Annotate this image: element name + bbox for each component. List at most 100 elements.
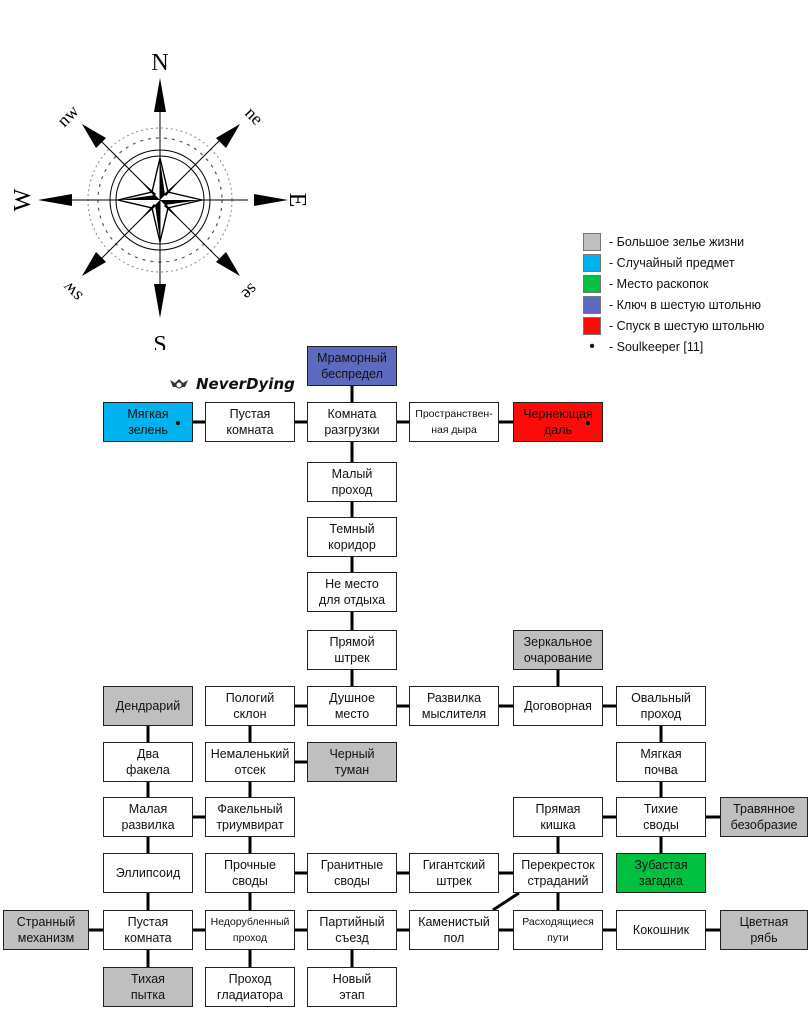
legend-item: - Место раскопок [583,273,764,294]
room-zerkalnoe: Зеркальное очарование [513,630,603,670]
room-novy-etap: Новый этап [307,967,397,1007]
room-malaya-razvilka: Малая развилка [103,797,193,837]
room-label: Пространствен- ная дыра [415,408,493,436]
room-pustaya-komnata-2: Пустая комната [103,910,193,950]
room-label: Расходящиеся пути [522,916,594,944]
room-label: Малая развилка [121,802,175,832]
room-label: Факельный триумвират [216,802,284,832]
legend-label: - Soulkeeper [11] [609,339,704,354]
legend-swatch [583,232,601,251]
compass-n-label: N [151,50,168,76]
room-fakelny-triumvirat: Факельный триумвират [205,797,295,837]
room-maly-prohod: Малый проход [307,462,397,502]
brand-logo: NeverDying [168,375,295,393]
room-tihie-svody: Тихие своды [616,797,706,837]
room-label: Мягкая зелень [127,407,169,437]
legend-label: - Случайный предмет [609,255,735,270]
room-travyanoe: Травянное безобразие [720,797,808,837]
room-zubastaya: Зубастая загадка [616,853,706,893]
room-label: Зеркальное очарование [523,635,593,665]
room-label: Проход гладиатора [217,972,283,1002]
room-mramorny: Мраморный беспредел [307,346,397,386]
room-label: Гигантский штрек [422,858,486,888]
room-rashodyashchiesya: Расходящиеся пути [513,910,603,950]
room-label: Черный туман [329,747,375,777]
room-ne-mesto: Не место для отдыха [307,572,397,612]
room-label: Дендрарий [115,699,181,713]
legend-item: - Случайный предмет [583,252,764,273]
room-dogovornaya: Договорная [513,686,603,726]
room-label: Гранитные своды [320,858,384,888]
legend: - Большое зелье жизни - Случайный предмет… [583,231,764,357]
room-komnata-razgruzki: Комната разгрузки [307,402,397,442]
room-label: Травянное безобразие [730,802,798,832]
room-razvilka-myslitelya: Развилка мыслителя [409,686,499,726]
legend-swatch [583,274,601,293]
room-dva-fakela: Два факела [103,742,193,782]
legend-label: - Большое зелье жизни [609,234,745,249]
room-kamenisty-pol: Каменистый пол [409,910,499,950]
room-label: Цветная рябь [739,915,789,945]
room-label: Договорная [524,699,592,713]
room-myagkaya-zelen: Мягкая зелень [103,402,193,442]
soulkeeper-dot-icon [586,421,590,425]
room-label: Два факела [126,747,170,777]
room-kokoshnik: Кокошник [616,910,706,950]
room-label: Комната разгрузки [324,407,380,437]
room-prochnye-svody: Прочные своды [205,853,295,893]
room-label: Не место для отдыха [318,577,386,607]
legend-swatch [583,316,601,335]
compass-e-label: E [284,193,310,208]
room-label: Эллипсоид [115,866,181,880]
soulkeeper-dot-icon: • [589,337,595,355]
legend-label: - Спуск в шестую штольню [609,318,765,333]
room-label: Каменистый пол [418,915,490,945]
room-pryamoy-shtrek: Прямой штрек [307,630,397,670]
room-label: Тихие своды [643,802,679,832]
soulkeeper-dot-icon [176,421,180,425]
room-label: Пустая комната [124,915,172,945]
room-temny-koridor: Темный коридор [307,517,397,557]
legend-label: - Ключ в шестую штольню [609,297,761,312]
room-label: Мраморный беспредел [317,351,387,381]
room-label: Чернеющая даль [523,407,593,437]
legend-swatch [583,295,601,314]
legend-item: - Спуск в шестую штольню [583,315,764,336]
room-label: Недорубленный проход [210,916,290,944]
room-label: Немаленький отсек [210,747,290,777]
compass-rose: N S W E nw ne sw se [10,50,310,350]
room-label: Прямая кишка [535,802,581,832]
legend-item: - Ключ в шестую штольню [583,294,764,315]
room-label: Прямой штрек [329,635,375,665]
connector-line [492,891,520,912]
room-tsvetnaya-ryab: Цветная рябь [720,910,808,950]
room-label: Новый этап [332,972,372,1002]
room-label: Кокошник [632,923,690,937]
room-prostranstvennaya: Пространствен- ная дыра [409,402,499,442]
room-nedorublenny: Недорубленный проход [205,910,295,950]
legend-item: - Большое зелье жизни [583,231,764,252]
room-label: Темный коридор [328,522,376,552]
room-nemalenky-otsek: Немаленький отсек [205,742,295,782]
room-pryamaya-kishka: Прямая кишка [513,797,603,837]
room-label: Пустая комната [226,407,274,437]
room-myagkaya-pochva: Мягкая почва [616,742,706,782]
room-ovalny-prohod: Овальный проход [616,686,706,726]
room-gigantsky-shtrek: Гигантский штрек [409,853,499,893]
room-label: Тихая пытка [130,972,166,1002]
room-strannyi-mehanizm: Странный механизм [3,910,89,950]
room-granitnye-svody: Гранитные своды [307,853,397,893]
room-label: Овальный проход [631,691,691,721]
room-label: Зубастая загадка [634,858,688,888]
legend-swatch [583,253,601,272]
room-cherny-tuman: Черный туман [307,742,397,782]
brand-text: NeverDying [196,375,295,393]
room-label: Прочные своды [224,858,276,888]
skull-icon [170,379,188,389]
room-perekrestok: Перекресток страданий [513,853,603,893]
room-label: Малый проход [331,467,373,497]
room-pustaya-komnata-1: Пустая комната [205,402,295,442]
compass-s-label: S [153,332,166,350]
room-pology-sklon: Пологий склон [205,686,295,726]
